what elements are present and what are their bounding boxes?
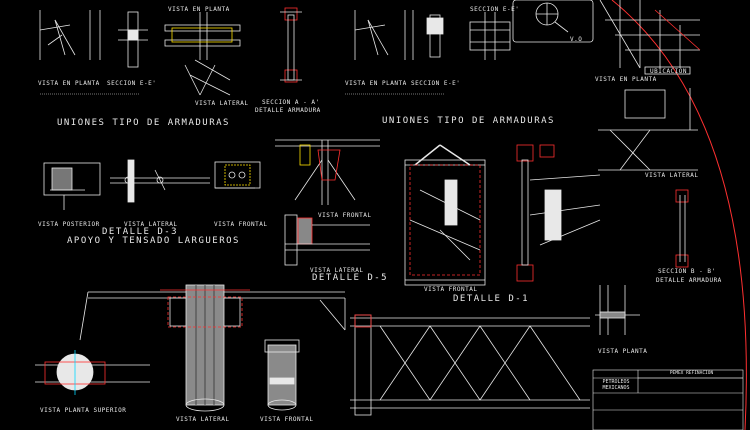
label-seccion-ee-1: SECCION E-E' bbox=[107, 80, 157, 87]
detail-right-column bbox=[675, 189, 689, 268]
sheet-boundary-arc bbox=[611, 0, 747, 430]
label-vo: V.O bbox=[570, 36, 583, 43]
heading-apoyo: APOYO Y TENSADO LARGUEROS bbox=[67, 236, 240, 246]
label-vista-frontal-2: VISTA FRONTAL bbox=[318, 212, 372, 219]
detail-seccion-bb bbox=[516, 144, 601, 282]
detail-top-center-2 bbox=[354, 10, 414, 60]
heading-uniones-2: UNIONES TIPO DE ARMADURAS bbox=[382, 116, 555, 126]
detail-bottom-truss bbox=[350, 314, 590, 416]
label-vista-planta-2: VISTA EN PLANTA bbox=[345, 80, 407, 87]
label-detalle-armadura-2: DETALLE ARMADURA bbox=[656, 277, 722, 284]
detail-vista-planta-3 bbox=[595, 285, 640, 335]
label-seccion-bb: SECCION B - B' bbox=[658, 268, 716, 275]
detail-d3-lateral bbox=[110, 159, 210, 203]
detail-seccion-ee-1 bbox=[118, 11, 148, 68]
label-seccion-ee-3: SECCION E-E' bbox=[470, 6, 520, 13]
title-block-org-2: MEXICANOS bbox=[602, 385, 630, 391]
detail-right-truss-lateral bbox=[598, 88, 698, 171]
detail-d3-posterior bbox=[43, 162, 101, 210]
detail-d5-top bbox=[275, 139, 380, 205]
label-vista-frontal-4: VISTA FRONTAL bbox=[260, 416, 314, 423]
detail-vista-planta-superior bbox=[35, 350, 150, 395]
detail-d1-truss bbox=[404, 144, 486, 286]
label-vista-planta-superior: VISTA PLANTA SUPERIOR bbox=[40, 407, 127, 414]
heading-detalle-d3: DETALLE D-3 bbox=[102, 227, 179, 237]
label-detalle-armadura-1: DETALLE ARMADURA bbox=[255, 107, 321, 114]
label-vista-posterior: VISTA POSTERIOR bbox=[38, 221, 100, 228]
label-vista-planta-tr: VISTA EN PLANTA bbox=[595, 76, 657, 83]
heading-detalle-d1: DETALLE D-1 bbox=[453, 294, 530, 304]
detail-vista-planta-2 bbox=[469, 12, 511, 60]
label-vista-lateral-5: VISTA LATERAL bbox=[176, 416, 230, 423]
detail-small-column bbox=[264, 339, 300, 411]
title-block-header: PEMEX REFINACION bbox=[669, 371, 714, 376]
detail-vista-lateral-1 bbox=[184, 59, 231, 96]
label-vista-lateral-2: VISTA LATERAL bbox=[645, 172, 699, 179]
label-seccion-ee-2: SECCION E-E' bbox=[411, 80, 461, 87]
detail-seccion-aa bbox=[280, 7, 302, 83]
heading-detalle-d5: DETALLE D-5 bbox=[312, 273, 389, 283]
label-vista-frontal-1: VISTA FRONTAL bbox=[214, 221, 268, 228]
title-block bbox=[592, 369, 744, 430]
detail-vo-box bbox=[512, 0, 594, 43]
label-vista-lateral-1: VISTA LATERAL bbox=[195, 100, 249, 107]
detail-ubicacion bbox=[599, 0, 701, 75]
label-vista-lateral-3: VISTA LATERAL bbox=[124, 221, 178, 228]
label-ubicacion: UBICACION bbox=[650, 68, 688, 75]
label-vista-planta-tl: VISTA EN PLANTA bbox=[38, 80, 100, 87]
detail-d5-lateral bbox=[284, 214, 370, 266]
detail-top-left-1 bbox=[39, 10, 101, 60]
label-vista-planta-3: VISTA PLANTA bbox=[598, 348, 648, 355]
detail-d3-frontal bbox=[214, 161, 261, 189]
detail-vista-planta-1 bbox=[164, 12, 241, 60]
heading-uniones-1: UNIONES TIPO DE ARMADURAS bbox=[57, 118, 230, 128]
label-vista-frontal-3: VISTA FRONTAL bbox=[424, 286, 478, 293]
label-vista-lateral-4: VISTA LATERAL bbox=[310, 267, 364, 274]
detail-seccion-ee-2 bbox=[426, 14, 444, 58]
label-seccion-aa: SECCION A - A' bbox=[262, 99, 320, 106]
title-block-org-1: PETROLEOS bbox=[602, 379, 630, 385]
detail-main-column bbox=[160, 284, 250, 412]
label-vista-planta-1: VISTA EN PLANTA bbox=[168, 6, 230, 13]
